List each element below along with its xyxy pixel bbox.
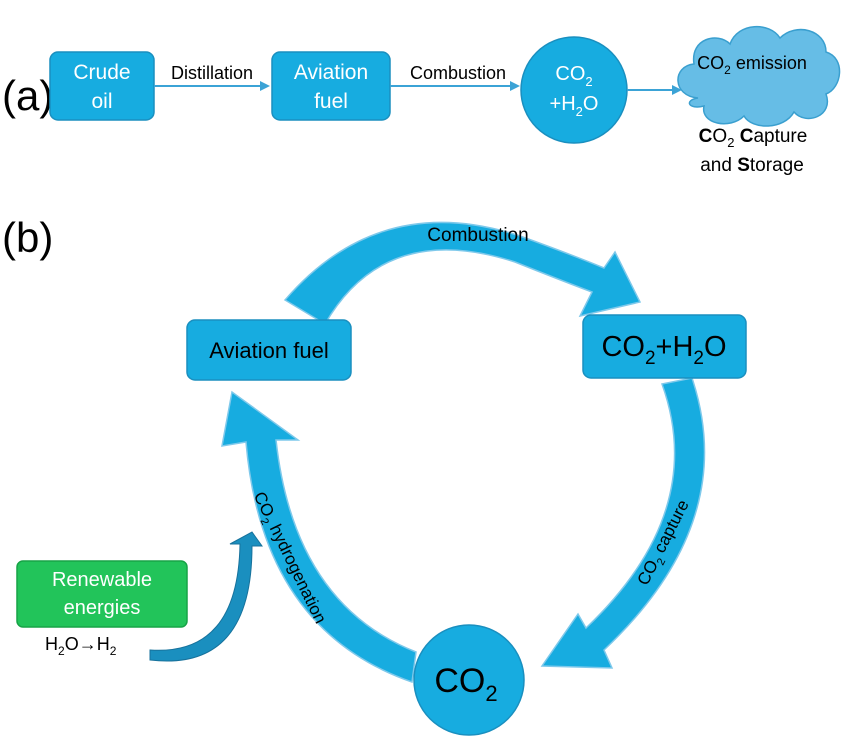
co2-h2o-b-label: CO2+H2O xyxy=(601,331,726,369)
combustion-cycle-arrow xyxy=(283,221,642,326)
co2-b-label: CO2 xyxy=(434,662,497,706)
co2-node-b: CO2 xyxy=(413,624,525,736)
crude-oil-line1: Crude xyxy=(73,61,130,84)
aviation-fuel-b-label: Aviation fuel xyxy=(209,338,328,363)
co2-h2o-a-line2: +H2O xyxy=(550,93,599,119)
renewable-line2: energies xyxy=(64,597,141,619)
co2-h2o-node-b: CO2+H2O xyxy=(582,314,747,379)
panel-a-label: (a) xyxy=(2,72,53,119)
co2-h2o-a-line1: CO2 xyxy=(555,63,592,89)
renewable-line1: Renewable xyxy=(52,569,152,591)
co2-h2o-node-a: CO2 +H2O xyxy=(520,36,628,144)
aviation-fuel-a-line1: Aviation xyxy=(294,61,368,84)
hydrogen-supply-arrow xyxy=(149,531,263,662)
crude-oil-line2: oil xyxy=(91,90,112,113)
panel-b-label: (b) xyxy=(2,214,53,261)
co2-capture-cycle-arrow xyxy=(540,377,706,669)
combustion-label-a: Combustion xyxy=(410,63,506,83)
aviation-fuel-node-b: Aviation fuel xyxy=(186,319,352,381)
ccs-line1: CO2 Capture xyxy=(699,126,808,150)
co2-emission-label: CO2 emission xyxy=(697,53,807,77)
distillation-label: Distillation xyxy=(171,63,253,83)
aviation-fuel-a-line2: fuel xyxy=(314,90,348,113)
renewable-energies-node: Renewable energies xyxy=(16,560,188,628)
crude-oil-node: Crude oil xyxy=(49,51,155,121)
co2-emission-cloud: CO2 emission xyxy=(677,25,841,127)
h2o-to-h2-label: H2O→H2 xyxy=(45,634,117,658)
co2-hydrogenation-cycle-arrow xyxy=(221,390,417,684)
combustion-label-b: Combustion xyxy=(427,225,528,246)
ccs-line2: and Storage xyxy=(700,155,804,176)
aviation-fuel-node-a: Aviation fuel xyxy=(271,51,391,121)
